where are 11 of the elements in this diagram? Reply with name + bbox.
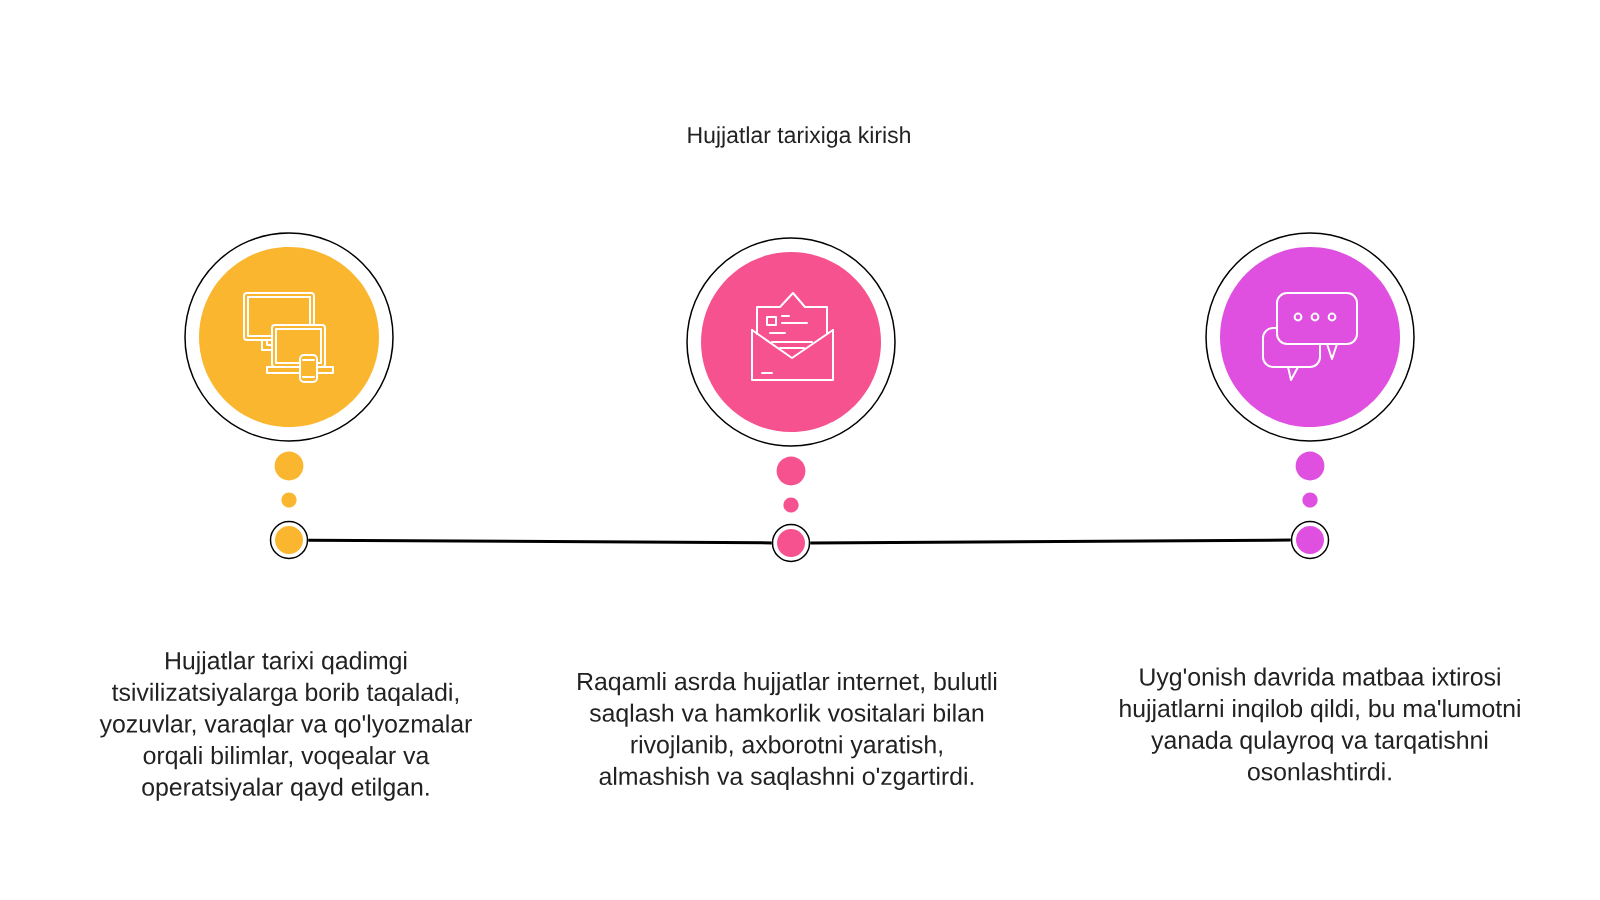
title: Hujjatlar tarixiga kirish — [688, 126, 910, 148]
icon-circle — [686, 237, 896, 447]
timeline-line — [810, 538, 1291, 545]
description-text: Uyg'onish davrida matbaa ixtirosi hujjatlarni inqilob qildi, bu ma'lumotni yanada qulayroq va tarqatishni osonlashtirdi. — [1120, 667, 1520, 781]
description-text: Raqamli asrda hujjatlar internet, bulutli saqlash va hamkorlik vositalari bilan rivojlanib, axborotni yaratish, almashish va saqlashni o'zgartirdi. — [578, 672, 997, 790]
icon-circle — [184, 232, 394, 442]
timeline-point — [1290, 520, 1330, 560]
timeline-point — [269, 520, 309, 560]
timeline-line — [308, 538, 772, 545]
description-text: Hujjatlar tarixi qadimgi tsivilizatsiyalarga borib taqaladi, yozuvlar, varaqlar va qo'lyozmalar orqali bilimlar, voqealar va operatsiyalar qayd etilgan. — [99, 651, 472, 801]
timeline-point — [771, 523, 811, 563]
